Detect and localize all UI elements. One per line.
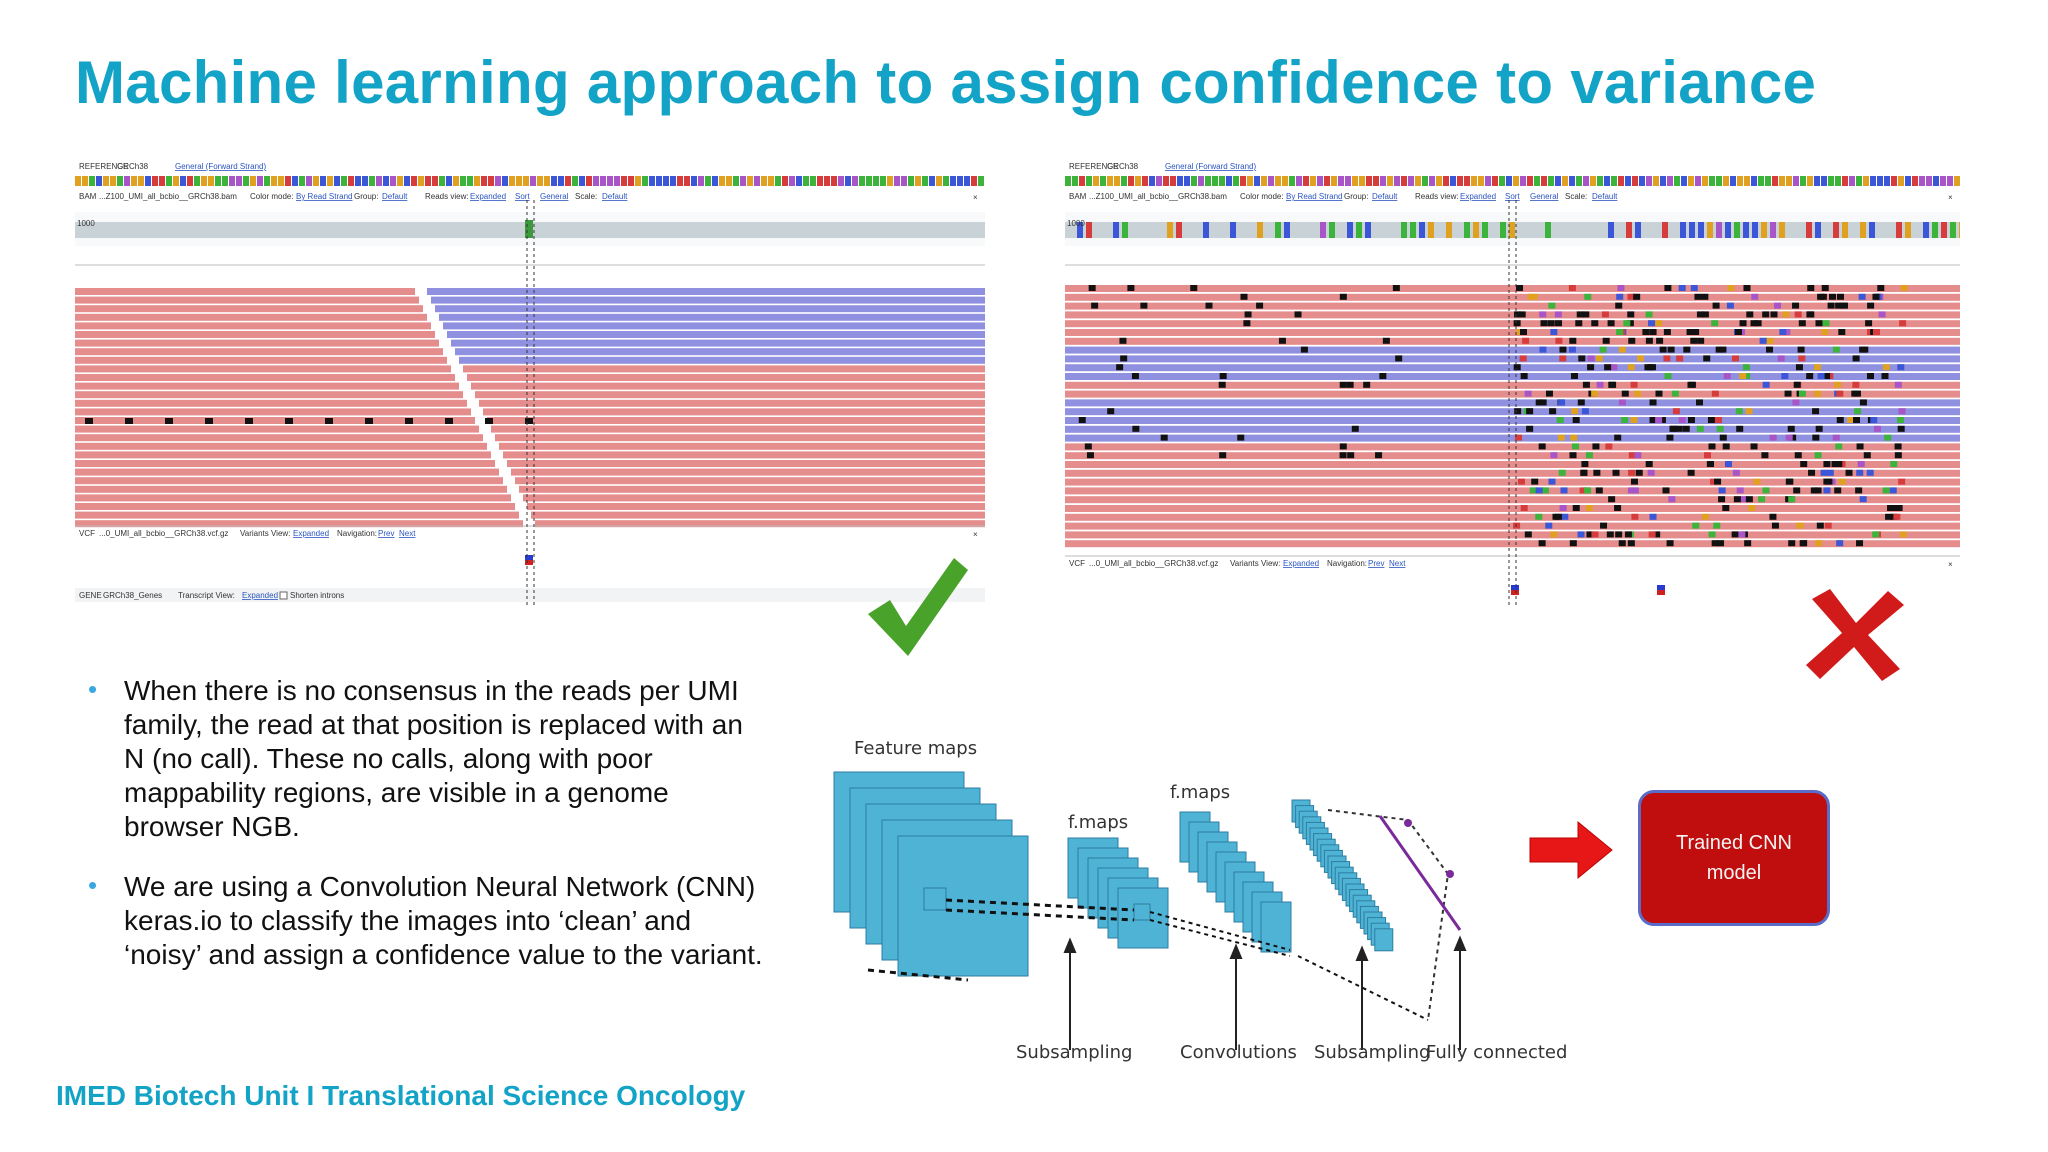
reads-view-label: Reads view:: [1415, 192, 1459, 201]
subsampling-label-2: Subsampling: [1314, 1042, 1431, 1063]
bam-label: BAM: [79, 192, 97, 201]
coverage-track: [1077, 222, 1960, 238]
color-mode-link[interactable]: By Read Strand: [1286, 192, 1342, 201]
bullet-item: •We are using a Convolution Neural Netwo…: [88, 870, 763, 970]
cnn-diagram-drawing: [833, 771, 1467, 1050]
genome-browser-noisy-view: REFERENCE GRCh38 General (Forward Strand…: [1065, 162, 1960, 605]
bullet-item: •When there is no consensus in the reads…: [88, 674, 743, 842]
variants-view-link[interactable]: Expanded: [293, 529, 329, 538]
reads-track: [1065, 285, 1960, 548]
fmaps-label-2: f.maps: [1170, 782, 1231, 803]
vcf-file-name: ...0_UMI_all_bcbio__GRCh38.vcf.gz: [99, 529, 228, 538]
reference-label: REFERENCE: [79, 162, 128, 171]
group-label: Group:: [1344, 192, 1368, 201]
bam-label: BAM: [1069, 192, 1087, 201]
slide-title: Machine learning approach to assign conf…: [75, 49, 1817, 116]
genome-browser-clean-view: REFERENCE GRCh38 General (Forward Strand…: [75, 162, 985, 605]
coverage-scale: 1000: [1067, 219, 1085, 228]
variants-view-label: Variants View:: [1230, 559, 1280, 568]
reads-track: [75, 288, 985, 528]
convolutions-label: Convolutions: [1180, 1042, 1297, 1063]
color-mode-label: Color mode:: [1240, 192, 1284, 201]
reads-view-label: Reads view:: [425, 192, 469, 201]
bam-file-name: ...Z100_UMI_all_bcbio__GRCh38.bam: [1089, 192, 1227, 201]
fully-connected-label: Fully connected: [1426, 1042, 1568, 1063]
close-vcf-icon[interactable]: ×: [1948, 560, 1953, 569]
trained-model-line1: Trained CNN: [1676, 832, 1792, 854]
close-track-icon[interactable]: ×: [973, 193, 978, 202]
reference-sequence-track: [1065, 176, 1960, 186]
cross-mark-icon: [1806, 589, 1904, 681]
fmaps-stack-1: [1067, 837, 1169, 949]
trained-cnn-model-box: Trained CNN model: [1638, 790, 1830, 926]
navigation-label: Navigation:: [1327, 559, 1367, 568]
sort-link[interactable]: Sort: [515, 192, 530, 201]
footer-unit-name: IMED Biotech Unit I Translational Scienc…: [56, 1080, 746, 1111]
genome-browser-noisy: REFERENCE GRCh38 General (Forward Strand…: [1065, 160, 1960, 605]
prev-link[interactable]: Prev: [1368, 559, 1384, 568]
subsampled-stack: [1291, 799, 1394, 952]
navigation-label: Navigation:: [337, 529, 377, 538]
next-link[interactable]: Next: [1389, 559, 1406, 568]
gene-file-name: GRCh38_Genes: [103, 591, 162, 600]
genome-label: GRCh38: [117, 162, 149, 171]
vcf-file-name: ...0_UMI_all_bcbio__GRCh38.vcf.gz: [1089, 559, 1218, 568]
transcript-view-link[interactable]: Expanded: [242, 591, 278, 600]
coverage-scale: 1000: [77, 219, 95, 228]
scale-link[interactable]: Default: [1592, 192, 1618, 201]
check-mark-icon: [868, 558, 968, 656]
general-link[interactable]: General: [540, 192, 569, 201]
group-link[interactable]: Default: [1372, 192, 1398, 201]
strand-link[interactable]: General (Forward Strand): [1165, 162, 1256, 171]
red-arrow-icon: [1529, 820, 1613, 880]
group-label: Group:: [354, 192, 378, 201]
bullet-dot-icon: •: [88, 674, 98, 704]
vcf-label: VCF: [1069, 559, 1085, 568]
reference-sequence-track: [75, 176, 984, 186]
shorten-introns-checkbox[interactable]: [279, 591, 288, 600]
reads-view-link[interactable]: Expanded: [470, 192, 506, 201]
group-link[interactable]: Default: [382, 192, 408, 201]
feature-maps-stack: [833, 771, 1029, 977]
fmaps-stack-2: [1179, 811, 1292, 953]
genome-label: GRCh38: [1107, 162, 1139, 171]
sort-link[interactable]: Sort: [1505, 192, 1520, 201]
variants-view-link[interactable]: Expanded: [1283, 559, 1319, 568]
bam-file-name: ...Z100_UMI_all_bcbio__GRCh38.bam: [99, 192, 237, 201]
scale-label: Scale:: [1565, 192, 1587, 201]
color-mode-label: Color mode:: [250, 192, 294, 201]
gene-label: GENE: [79, 591, 102, 600]
prev-link[interactable]: Prev: [378, 529, 394, 538]
fmaps-label-1: f.maps: [1068, 812, 1129, 833]
shorten-introns-label: Shorten introns: [290, 591, 344, 600]
next-link[interactable]: Next: [399, 529, 416, 538]
reads-view-link[interactable]: Expanded: [1460, 192, 1496, 201]
transcript-view-label: Transcript View:: [178, 591, 235, 600]
trained-model-line2: model: [1706, 862, 1762, 884]
general-link[interactable]: General: [1530, 192, 1559, 201]
strand-link[interactable]: General (Forward Strand): [175, 162, 266, 171]
scale-label: Scale:: [575, 192, 597, 201]
close-vcf-icon[interactable]: ×: [973, 530, 978, 539]
cnn-diagram: Feature maps f.maps f.maps Subsampling C…: [828, 720, 1567, 1080]
bullet-list: •When there is no consensus in the reads…: [88, 674, 768, 998]
scale-link[interactable]: Default: [602, 192, 628, 201]
color-mode-link[interactable]: By Read Strand: [296, 192, 352, 201]
vcf-label: VCF: [79, 529, 95, 538]
feature-maps-label: Feature maps: [854, 738, 978, 759]
variants-view-label: Variants View:: [240, 529, 290, 538]
bullet-dot-icon: •: [88, 870, 98, 900]
subsampling-label-1: Subsampling: [1016, 1042, 1133, 1063]
reference-label: REFERENCE: [1069, 162, 1118, 171]
close-track-icon[interactable]: ×: [1948, 193, 1953, 202]
genome-browser-clean: REFERENCE GRCh38 General (Forward Strand…: [75, 160, 985, 605]
